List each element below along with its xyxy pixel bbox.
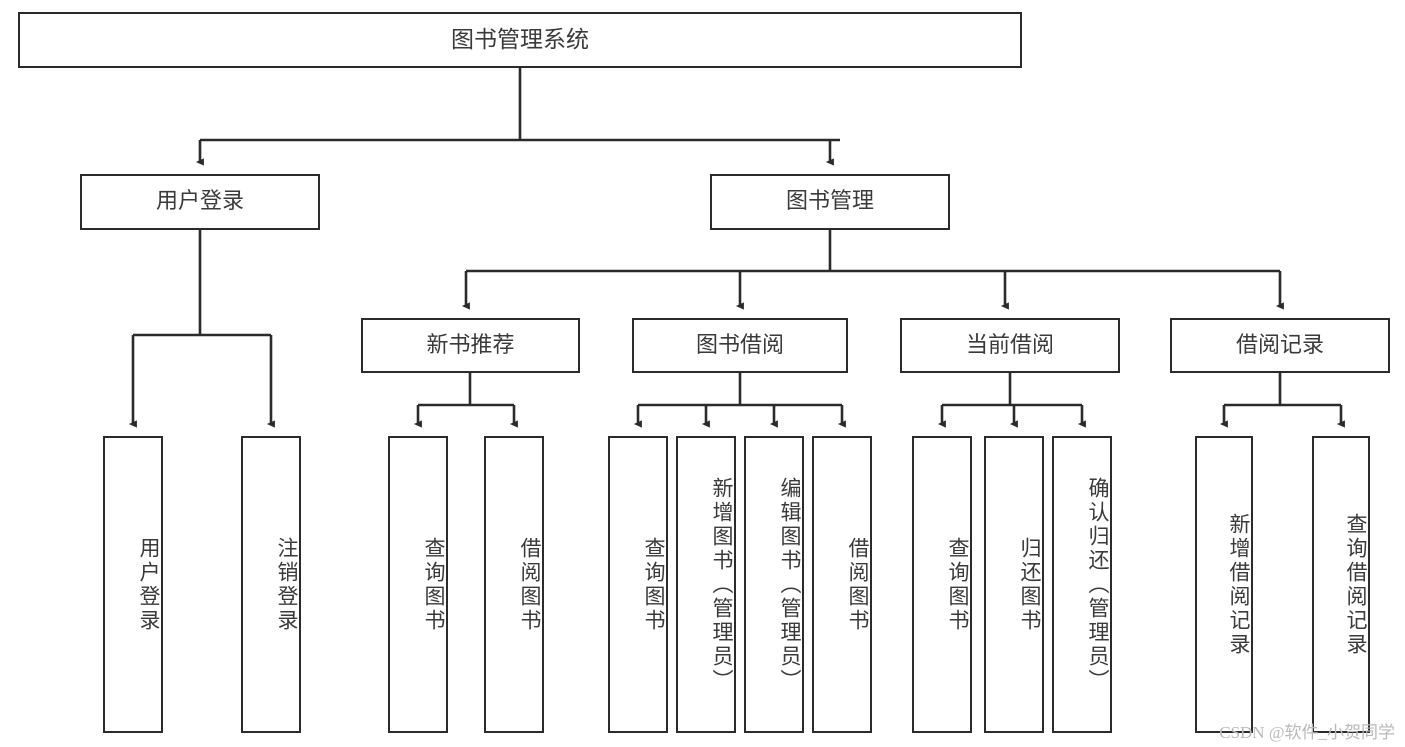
- node-new-book-recommend[interactable]: 新书推荐: [361, 318, 580, 373]
- node-label: 用户登录: [155, 189, 244, 215]
- leaf-logout[interactable]: 注销登录: [241, 436, 301, 733]
- node-label: 查询借阅记录: [1344, 512, 1368, 657]
- leaf-return-book[interactable]: 归还图书: [984, 436, 1044, 733]
- node-label: 查询图书: [422, 536, 446, 633]
- leaf-confirm-return[interactable]: 确认归还（管理员）: [1052, 436, 1112, 733]
- leaf-query-book-1[interactable]: 查询图书: [388, 436, 448, 733]
- leaf-borrow-book-1[interactable]: 借阅图书: [484, 436, 544, 733]
- leaf-add-book[interactable]: 新增图书（管理员）: [676, 436, 736, 733]
- edge-borrow-record-to-leaves: [1219, 373, 1345, 428]
- edge-new-book-recommend-to-leaves: [413, 373, 518, 428]
- leaf-query-book-2[interactable]: 查询图书: [608, 436, 668, 733]
- node-label: 新增图书（管理员）: [710, 476, 734, 693]
- node-label: 查询图书: [642, 536, 666, 633]
- node-current-borrow[interactable]: 当前借阅: [900, 318, 1120, 373]
- node-label: 用户登录: [137, 536, 161, 633]
- leaf-user-login[interactable]: 用户登录: [103, 436, 163, 733]
- edge-current-borrow-to-leaves: [937, 373, 1086, 428]
- edge-book-borrow-to-leaves: [633, 373, 846, 428]
- node-book-borrow[interactable]: 图书借阅: [632, 318, 848, 373]
- node-root-system[interactable]: 图书管理系统: [18, 12, 1022, 68]
- node-label: 图书借阅: [695, 332, 784, 358]
- node-label: 借阅图书: [846, 536, 870, 633]
- edge-root-to-level1: [195, 68, 840, 166]
- node-label: 借阅图书: [518, 536, 542, 633]
- node-label: 新书推荐: [426, 332, 515, 358]
- node-book-manage[interactable]: 图书管理: [710, 174, 950, 230]
- edge-book-manage-to-level2: [461, 230, 1284, 310]
- node-label: 新增借阅记录: [1227, 512, 1251, 657]
- node-label: 图书管理系统: [451, 26, 589, 53]
- leaf-edit-book[interactable]: 编辑图书（管理员）: [744, 436, 804, 733]
- node-label: 当前借阅: [965, 332, 1054, 358]
- leaf-add-record[interactable]: 新增借阅记录: [1195, 436, 1253, 733]
- leaf-borrow-book-2[interactable]: 借阅图书: [812, 436, 872, 733]
- node-borrow-record[interactable]: 借阅记录: [1170, 318, 1390, 373]
- node-label: 查询图书: [946, 536, 970, 633]
- node-label: 注销登录: [275, 536, 299, 633]
- node-label: 确认归还（管理员）: [1086, 476, 1110, 693]
- leaf-query-record[interactable]: 查询借阅记录: [1312, 436, 1370, 733]
- node-label: 图书管理: [785, 189, 874, 215]
- node-label: 借阅记录: [1235, 332, 1324, 358]
- node-label: 归还图书: [1018, 536, 1042, 633]
- csdn-watermark: CSDN @软件_小贺同学: [1219, 723, 1395, 742]
- node-label: 编辑图书（管理员）: [778, 476, 802, 693]
- leaf-query-book-3[interactable]: 查询图书: [912, 436, 972, 733]
- edge-user-login-to-leaves: [128, 230, 275, 428]
- node-user-login[interactable]: 用户登录: [80, 174, 320, 230]
